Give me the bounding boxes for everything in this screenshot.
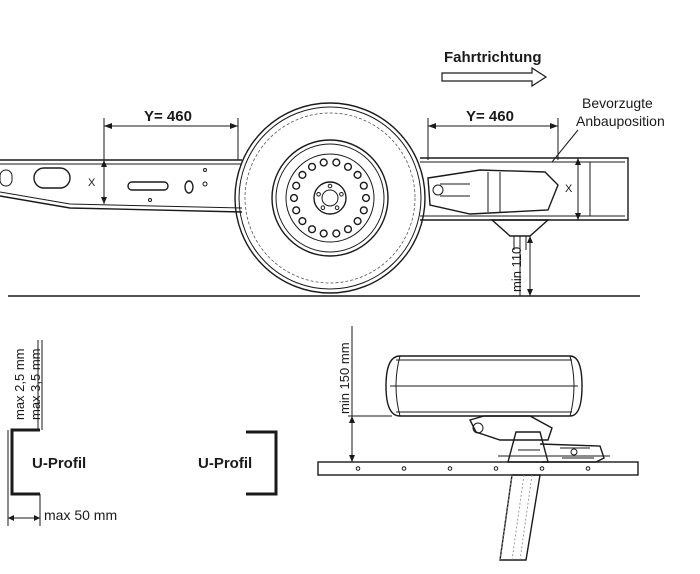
wheel-hole bbox=[307, 225, 317, 234]
dimension-y-right-label: Y= 460 bbox=[466, 108, 514, 125]
wheel-lug-nut bbox=[320, 205, 326, 210]
wheel-hole bbox=[359, 181, 368, 190]
preferred-position-leader bbox=[551, 129, 579, 163]
spare-wheel-top-view bbox=[385, 355, 583, 417]
max-25mm-label: max 2,5 mm bbox=[12, 348, 27, 420]
wheel-hole bbox=[298, 217, 307, 226]
dimension-min110 bbox=[527, 236, 533, 296]
wheel-lug-nut bbox=[339, 192, 344, 197]
wheel-hole bbox=[289, 193, 299, 203]
direction-arrow bbox=[441, 66, 548, 88]
wheel-hole bbox=[353, 170, 362, 180]
wheel-hole bbox=[292, 206, 301, 215]
wheel-lug-nut bbox=[316, 192, 321, 197]
wheel-hole bbox=[298, 170, 307, 180]
rail-hole bbox=[539, 466, 545, 471]
wheel-hole bbox=[361, 193, 371, 203]
u-profile-right-label: U-Profil bbox=[198, 455, 252, 472]
max-35mm-label: max 3,5 mm bbox=[28, 348, 43, 420]
dimension-min110-label: min 110 bbox=[509, 247, 524, 292]
rail-hole bbox=[447, 466, 453, 471]
frame-rail-front-view bbox=[317, 461, 639, 476]
wheel-holder-bracket-front-view bbox=[468, 415, 610, 561]
wheel-hole bbox=[307, 162, 317, 171]
rail-hole bbox=[585, 466, 591, 471]
wheel-hole bbox=[343, 225, 353, 234]
u-profile-left-label: U-Profil bbox=[32, 455, 86, 472]
wheel-hole bbox=[292, 181, 301, 190]
wheel-hole bbox=[343, 162, 353, 171]
spare-wheel-holder-mount bbox=[427, 169, 559, 296]
wheel-hole bbox=[319, 158, 328, 167]
u-profile-right-section bbox=[246, 430, 278, 496]
preferred-position-line1: Bevorzugte bbox=[582, 95, 653, 111]
dimension-x-left-label: X bbox=[88, 177, 96, 189]
wheel-hole bbox=[332, 229, 341, 238]
dimension-y-left bbox=[103, 118, 239, 160]
wheel-hole bbox=[359, 206, 368, 215]
preferred-position-line2: Anbauposition bbox=[576, 113, 665, 129]
wheel-hole bbox=[353, 217, 362, 226]
dimension-x-right-label: X bbox=[565, 183, 573, 195]
dimension-x-left bbox=[101, 160, 107, 204]
dimension-min150 bbox=[348, 326, 392, 462]
wheel-hole bbox=[332, 158, 341, 167]
dimension-y-left-label: Y= 460 bbox=[144, 108, 192, 125]
dimension-y-right bbox=[427, 118, 559, 160]
rail-hole bbox=[355, 466, 361, 471]
dimension-min150-label: min 150 mm bbox=[337, 342, 352, 414]
rail-hole bbox=[401, 466, 407, 471]
max-50mm-label: max 50 mm bbox=[44, 507, 117, 523]
wheel-lug-nut bbox=[334, 205, 340, 210]
dimension-x-right bbox=[575, 158, 581, 220]
rail-hole bbox=[493, 466, 499, 471]
spare-wheel-side-view bbox=[234, 102, 426, 294]
direction-label: Fahrtrichtung bbox=[444, 49, 542, 66]
u-profile-left-section bbox=[7, 340, 43, 526]
wheel-lug-nut bbox=[327, 183, 333, 189]
wheel-hole bbox=[319, 229, 328, 238]
